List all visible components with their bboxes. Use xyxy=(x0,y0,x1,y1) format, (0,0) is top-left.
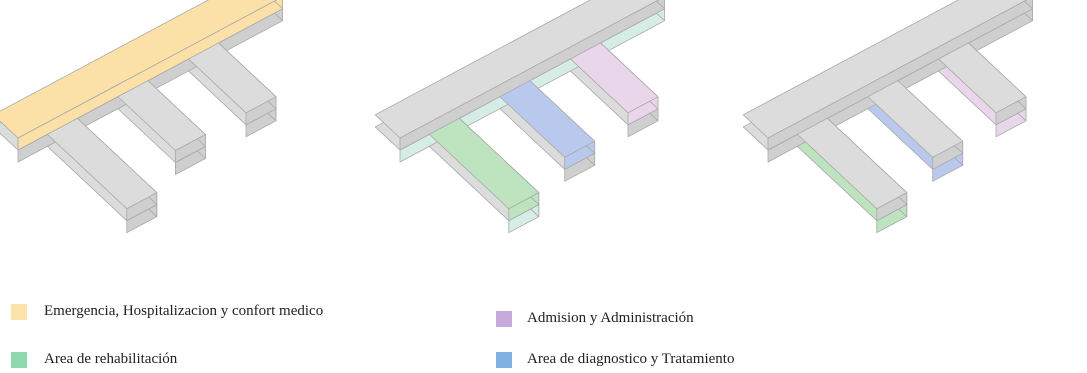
spine-floor-2-top-face xyxy=(742,0,1028,139)
legend-swatch-rehab xyxy=(11,351,27,368)
spine-floor-2-side-face xyxy=(272,0,284,10)
legend-swatch-diagnostic xyxy=(496,351,512,368)
legend-swatch-admin xyxy=(496,310,512,327)
legend-item-diagnostic: Area de diagnostico y Tratamiento xyxy=(496,351,734,368)
massing-diagram-rehab-diagnostic-admin xyxy=(374,0,665,234)
legend-item-admin: Admision y Administración xyxy=(496,310,694,327)
spine-floor-2-side-face xyxy=(1022,0,1033,10)
massing-diagram-emergency xyxy=(0,0,284,234)
legend-label-admin: Admision y Administración xyxy=(527,310,694,326)
legend-label-rehab: Area de rehabilitación xyxy=(44,351,178,367)
legend-item-rehab: Area de rehabilitación xyxy=(11,351,177,368)
spine-floor-2-top-face xyxy=(0,0,278,139)
legend-swatch-emergency xyxy=(11,303,27,320)
spine-floor-2-top-face xyxy=(374,0,660,139)
massing-diagram-lower-floor-uses xyxy=(742,0,1033,234)
legend-label-emergency: Emergencia, Hospitalizacion y confort me… xyxy=(44,303,324,319)
legend-item-emergency: Emergencia, Hospitalizacion y confort me… xyxy=(11,303,323,320)
legend-label-diagnostic: Area de diagnostico y Tratamiento xyxy=(527,351,735,367)
spine-floor-2-side-face xyxy=(654,0,665,10)
